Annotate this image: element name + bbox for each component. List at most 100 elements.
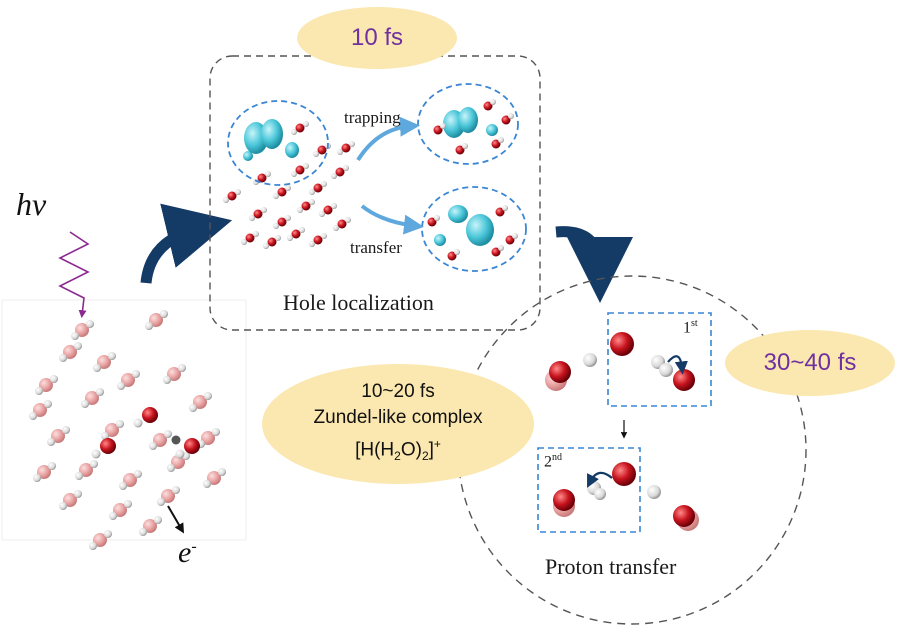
hydrogen-atom [502,205,508,211]
transfer-label: transfer [350,238,402,257]
water-hydrogen [74,490,82,498]
proton-transfer-art [545,332,699,531]
hydrogen-atom [490,99,496,105]
oxygen-atom [295,123,305,133]
water-oxygen-faded [153,433,167,447]
hydrogen-atom [273,193,279,199]
oxygen-atom [491,247,501,257]
water-oxygen-faded [207,471,221,485]
water-hydrogen [59,502,67,510]
water-hydrogen [109,512,117,520]
zundel-formula-sub2: 2 [421,449,429,464]
oxygen-atom [227,191,237,201]
proton-transfer-label: Proton transfer [545,554,677,579]
photon-wave [58,231,90,319]
water-hydrogen [133,418,143,428]
water-oxygen-faded [193,395,207,409]
water-oxygen-faded [201,431,215,445]
oxygen-atom [335,167,345,177]
water-hydrogen [157,498,165,506]
hole-density-lobe [434,234,446,246]
hydrogen-atom [303,121,309,127]
electron-arrow [167,505,185,534]
oxygen-atom [253,209,263,219]
oxygen-atom [277,217,287,227]
second-step-label: 2nd [544,452,562,471]
hole-density-lobe [448,205,468,223]
zundel-time-label: 10~20 fs [361,380,435,402]
first-step-number: 1 [683,319,691,337]
second-rotation-arrow [587,471,613,488]
oxygen-atom [245,233,255,243]
hydrogen-atom [303,163,309,169]
oxygen-atom [553,489,575,511]
hydrogen-atom [319,211,325,217]
water-hydrogen [167,464,175,472]
hydrogen-atom [265,171,271,177]
water-hydrogen [29,412,37,420]
hydrogen-atom [349,141,355,147]
water-hydrogen [164,430,172,438]
water-oxygen-faded [123,473,137,487]
oxygen-atom [612,462,636,486]
hydrogen-atom [331,203,337,209]
photon-label: hv [16,186,47,222]
water-oxygen [142,407,158,423]
hydrogen-atom [285,185,291,191]
hole-localization-box [209,55,541,331]
hydrogen-atom [321,181,327,187]
water-hydrogen [145,322,153,330]
oxygen-atom [505,235,515,245]
oxygen-atom [301,201,311,211]
oxygen-atom [673,369,695,391]
curved-arrow-to-localization [140,203,233,284]
oxygen-atom [447,251,457,261]
water-hydrogen [62,426,70,434]
water-hydrogen [212,428,220,436]
hydrogen-atom [309,241,315,247]
water-oxygen-faded [149,313,163,327]
time-badge-10fs: 10 fs [297,7,457,69]
central-proton [171,435,181,445]
hydrogen-atom [299,227,305,233]
water-oxygen-faded [37,465,51,479]
water-hydrogen [124,500,132,508]
oxygen-atom [455,145,465,155]
zundel-name-label: Zundel-like complex [313,406,483,428]
water-hydrogen [178,364,186,372]
water-oxygen-faded [85,391,99,405]
electron-label: e- [178,536,197,570]
water-oxygen-faded [113,503,127,517]
water-hydrogen [139,528,147,536]
water-oxygen-faded [93,533,107,547]
hole-density-lobe [458,107,478,133]
oxygen-atom [427,217,437,227]
water-hydrogen [91,449,101,459]
hydrogen-atom [331,173,337,179]
transfer-arrow [360,204,424,235]
water-hydrogen [59,354,67,362]
water-hydrogen [108,352,116,360]
water-hydrogen [160,310,168,318]
hole-density-lobe [243,151,253,161]
water-hydrogen [218,468,226,476]
water-hydrogen [149,442,157,450]
hydrogen-atom [249,215,255,221]
water-hydrogen [93,364,101,372]
trapping-arrow [356,116,420,162]
oxygen-atom [610,332,634,356]
hydrogen-atom [297,207,303,213]
water-hydrogen [132,370,140,378]
time-30-40fs-label: 30~40 fs [763,349,857,376]
first-rotation-arrow [667,355,688,375]
water-hydrogen [47,438,55,446]
water-oxygen-faded [63,345,77,359]
first-step-box [607,312,712,407]
water-oxygen-faded [51,429,65,443]
water-hydrogen [86,320,94,328]
water-cluster-frame [1,299,247,541]
hydrogen-atom [261,207,267,213]
hydrogen-atom [440,123,446,129]
hydrogen-atom [241,239,247,245]
